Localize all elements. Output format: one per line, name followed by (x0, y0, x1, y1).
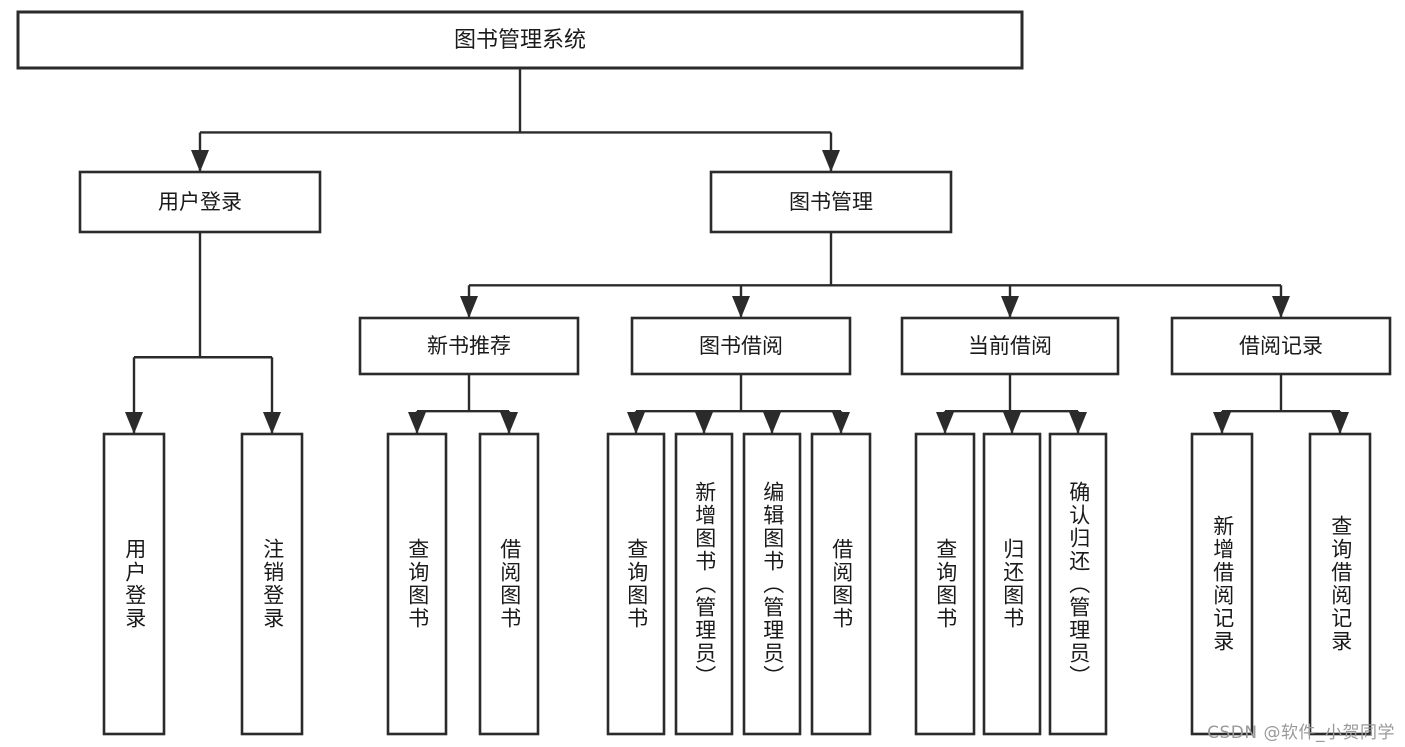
arrow-head-icon (460, 296, 478, 318)
node-label-borrow-record: 借阅记录 (1239, 334, 1323, 358)
node-box-new-book-rec[interactable] (358, 316, 580, 376)
node-box-leaf-confirm-return[interactable] (1048, 432, 1108, 736)
arrow-head-icon (125, 412, 143, 434)
node-box-leaf-add-book[interactable] (674, 432, 734, 736)
arrow-head-icon (408, 412, 426, 434)
arrow-head-icon (1272, 296, 1290, 318)
arrow-head-icon (627, 412, 645, 434)
arrow-head-icon (1331, 412, 1349, 434)
arrow-head-icon (1213, 412, 1231, 434)
node-box-root[interactable] (16, 10, 1024, 70)
arrow-head-icon (1001, 296, 1019, 318)
node-label-user-login: 用户登录 (158, 190, 242, 214)
node-box-user-login[interactable] (78, 170, 322, 234)
node-box-leaf-edit-book[interactable] (742, 432, 802, 736)
box-layer (16, 10, 1392, 736)
arrow-head-icon (500, 412, 518, 434)
node-box-borrow-record[interactable] (1170, 316, 1392, 376)
arrow-head-icon (695, 412, 713, 434)
arrow-head-icon (1003, 412, 1021, 434)
node-box-leaf-user-login[interactable] (102, 432, 166, 736)
arrow-head-icon (263, 412, 281, 434)
arrow-head-icon (832, 412, 850, 434)
node-box-leaf-borrow-book-rec[interactable] (478, 432, 540, 736)
node-label-book-manage: 图书管理 (789, 190, 873, 214)
node-box-leaf-logout[interactable] (240, 432, 304, 736)
arrow-head-icon (822, 150, 840, 172)
node-box-leaf-query-record[interactable] (1308, 432, 1372, 736)
node-box-current-borrow[interactable] (900, 316, 1120, 376)
arrow-head-icon (936, 412, 954, 434)
node-label-root: 图书管理系统 (454, 28, 586, 53)
node-label-book-borrow: 图书借阅 (699, 334, 783, 358)
node-box-leaf-query-book-borrow[interactable] (606, 432, 666, 736)
arrow-head-icon (732, 296, 750, 318)
csdn-watermark: CSDN @软件_小贺同学 (1207, 723, 1395, 743)
arrow-head-icon (1069, 412, 1087, 434)
node-box-leaf-query-book-current[interactable] (914, 432, 976, 736)
node-box-leaf-query-book-rec[interactable] (386, 432, 448, 736)
node-box-leaf-borrow-book[interactable] (810, 432, 872, 736)
node-box-book-borrow[interactable] (630, 316, 852, 376)
node-box-leaf-return-book[interactable] (982, 432, 1042, 736)
arrow-head-icon (191, 150, 209, 172)
node-label-current-borrow: 当前借阅 (968, 334, 1052, 358)
connector-layer (125, 68, 1349, 434)
arrow-head-icon (763, 412, 781, 434)
node-label-new-book-rec: 新书推荐 (427, 334, 511, 358)
node-box-leaf-add-record[interactable] (1190, 432, 1254, 736)
node-box-book-manage[interactable] (709, 170, 953, 234)
